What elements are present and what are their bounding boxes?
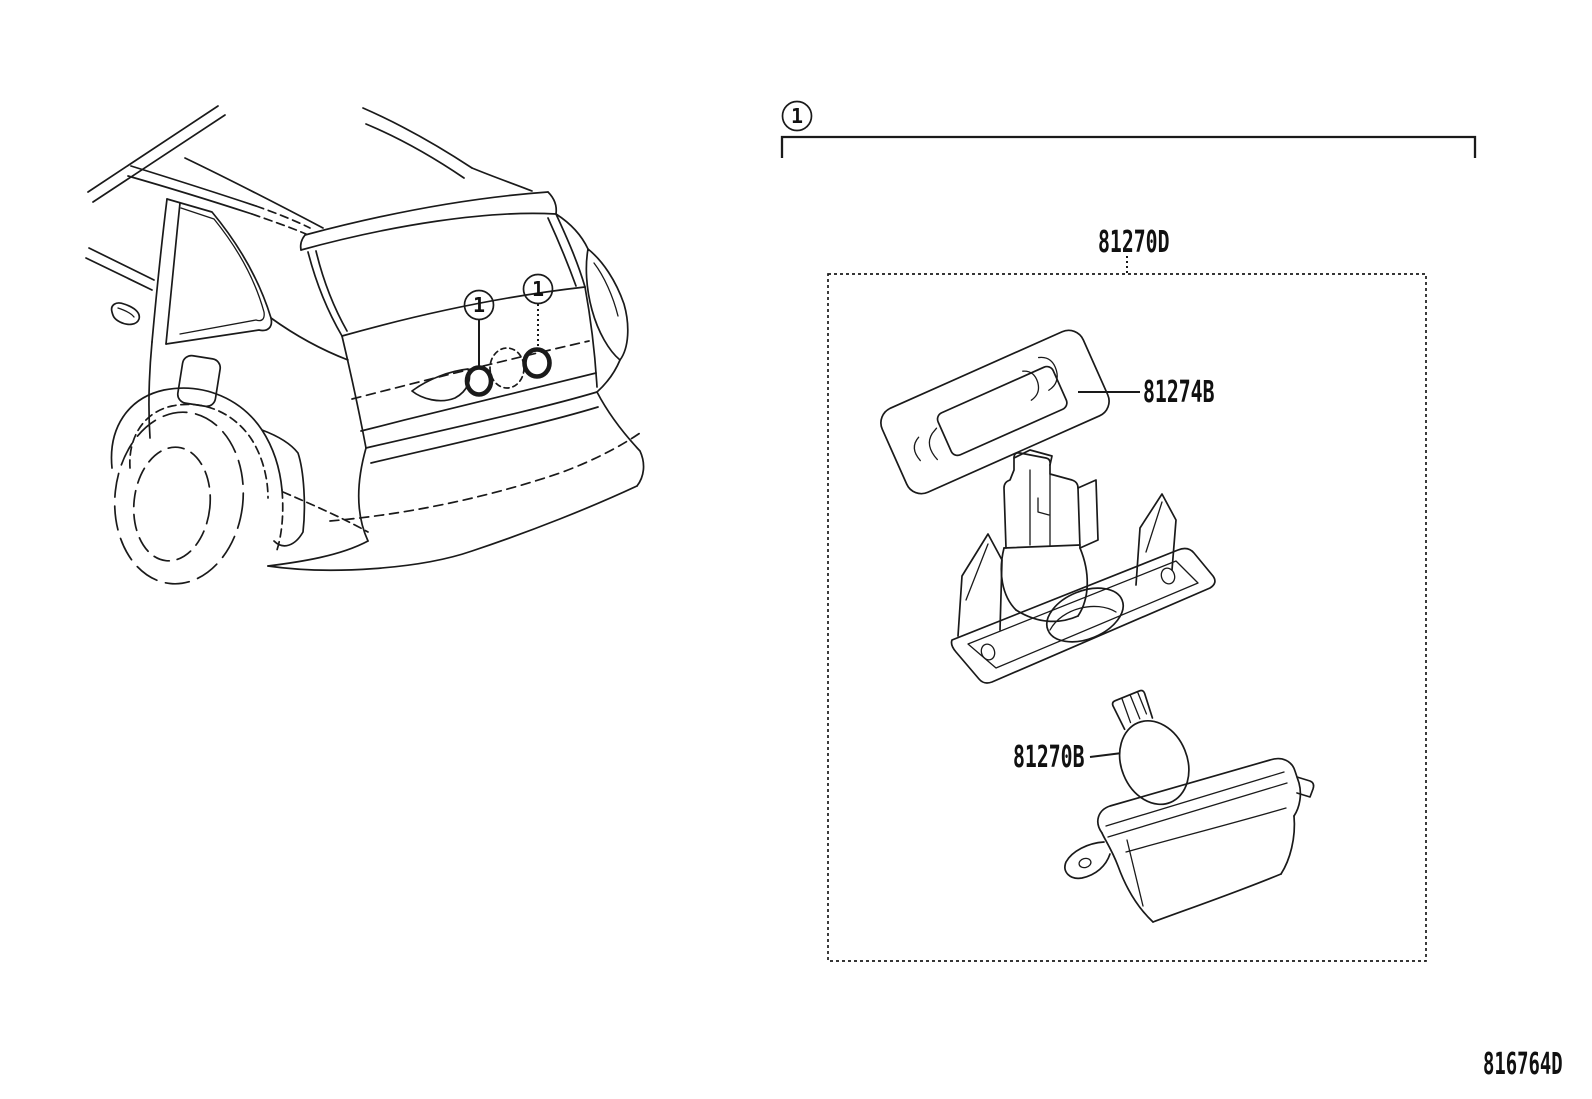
rear-wheel (113, 411, 245, 585)
car-callout-left: 1 (463, 289, 495, 366)
gasket-label: 81274B (1143, 374, 1214, 409)
car-callout-right: 1 (522, 273, 554, 349)
fuel-door (176, 354, 222, 408)
lamp-location-marker-right (522, 347, 552, 379)
lamp-location-marker-left (464, 365, 494, 397)
reference-callout-number: 1 (791, 104, 803, 128)
footer-diagram-code: 816764D (1483, 1046, 1563, 1081)
gasket-drawing (880, 329, 1110, 495)
car-rear-drawing (85, 105, 645, 585)
socket-housing-drawing (950, 449, 1216, 684)
parts-box (827, 256, 1427, 962)
bulb-leader-line (1089, 752, 1123, 758)
bulb-drawing (1111, 689, 1190, 806)
door-handle (110, 302, 141, 326)
reference-callout-bracket: 1 (780, 100, 1477, 158)
taillight-inner-left (411, 368, 471, 402)
assembly-label: 81270D (1098, 224, 1169, 259)
lens-drawing (1064, 757, 1315, 923)
car-callout-right-number: 1 (532, 277, 544, 301)
quarter-window (165, 198, 273, 345)
car-callout-left-number: 1 (473, 293, 485, 317)
bulb-label: 81270B (1013, 739, 1084, 774)
